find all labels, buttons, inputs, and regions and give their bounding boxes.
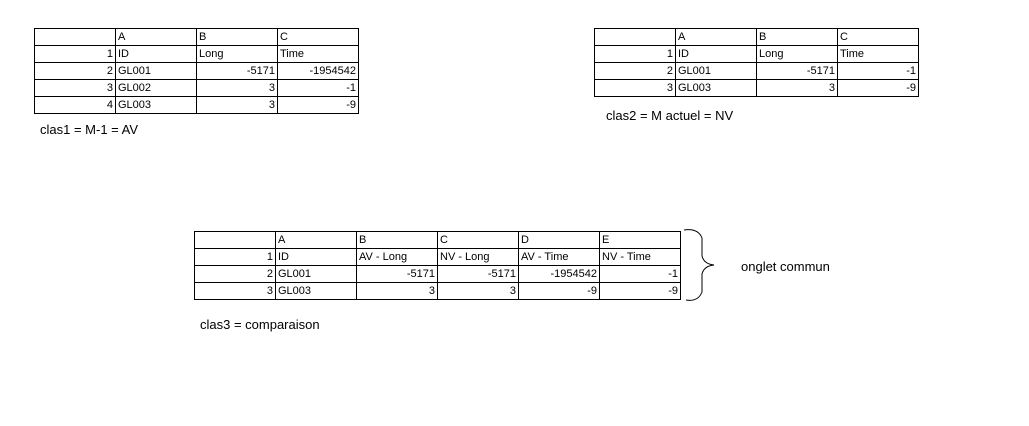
clas3-caption: clas3 = comparaison bbox=[200, 317, 320, 332]
cell: AV - Time bbox=[518, 248, 600, 266]
row-number: 2 bbox=[194, 265, 276, 283]
curly-brace-icon bbox=[683, 229, 715, 301]
column-header: A bbox=[275, 231, 357, 249]
cell: -5171 bbox=[356, 265, 438, 283]
cell: -1 bbox=[837, 62, 919, 80]
column-header: A bbox=[115, 28, 197, 46]
corner-cell bbox=[194, 231, 276, 249]
column-header: B bbox=[196, 28, 278, 46]
column-header: B bbox=[356, 231, 438, 249]
cell: 3 bbox=[196, 79, 278, 97]
row-number: 3 bbox=[594, 79, 676, 97]
cell: GL003 bbox=[115, 96, 197, 114]
cell: Time bbox=[837, 45, 919, 63]
clas2-caption: clas2 = M actuel = NV bbox=[606, 108, 734, 123]
row-number: 1 bbox=[34, 45, 116, 63]
clas1-caption: clas1 = M-1 = AV bbox=[40, 122, 139, 137]
cell: GL001 bbox=[275, 265, 357, 283]
corner-cell bbox=[34, 28, 116, 46]
cell: -1954542 bbox=[277, 62, 359, 80]
row-number: 2 bbox=[34, 62, 116, 80]
cell: NV - Time bbox=[599, 248, 681, 266]
cell: 3 bbox=[196, 96, 278, 114]
cell: 3 bbox=[356, 282, 438, 300]
cell: ID bbox=[115, 45, 197, 63]
cell: NV - Long bbox=[437, 248, 519, 266]
cell: -5171 bbox=[756, 62, 838, 80]
cell: -9 bbox=[277, 96, 359, 114]
corner-cell bbox=[594, 28, 676, 46]
cell: GL002 bbox=[115, 79, 197, 97]
column-header: E bbox=[599, 231, 681, 249]
cell: ID bbox=[675, 45, 757, 63]
cell: -1954542 bbox=[518, 265, 600, 283]
cell: -5171 bbox=[437, 265, 519, 283]
cell: 3 bbox=[756, 79, 838, 97]
row-number: 3 bbox=[34, 79, 116, 97]
cell: 3 bbox=[437, 282, 519, 300]
cell: -1 bbox=[599, 265, 681, 283]
cell: GL001 bbox=[675, 62, 757, 80]
row-number: 1 bbox=[594, 45, 676, 63]
cell: AV - Long bbox=[356, 248, 438, 266]
row-number: 2 bbox=[594, 62, 676, 80]
cell: Time bbox=[277, 45, 359, 63]
cell: GL003 bbox=[675, 79, 757, 97]
row-number: 3 bbox=[194, 282, 276, 300]
cell: GL001 bbox=[115, 62, 197, 80]
cell: ID bbox=[275, 248, 357, 266]
column-header: C bbox=[837, 28, 919, 46]
cell: -9 bbox=[518, 282, 600, 300]
column-header: C bbox=[437, 231, 519, 249]
row-number: 4 bbox=[34, 96, 116, 114]
cell: Long bbox=[756, 45, 838, 63]
cell: -9 bbox=[837, 79, 919, 97]
cell: -1 bbox=[277, 79, 359, 97]
cell: -5171 bbox=[196, 62, 278, 80]
column-header: D bbox=[518, 231, 600, 249]
row-number: 1 bbox=[194, 248, 276, 266]
onglet-commun-label: onglet commun bbox=[741, 259, 830, 274]
column-header: B bbox=[756, 28, 838, 46]
cell: Long bbox=[196, 45, 278, 63]
cell: GL003 bbox=[275, 282, 357, 300]
cell: -9 bbox=[599, 282, 681, 300]
column-header: C bbox=[277, 28, 359, 46]
column-header: A bbox=[675, 28, 757, 46]
